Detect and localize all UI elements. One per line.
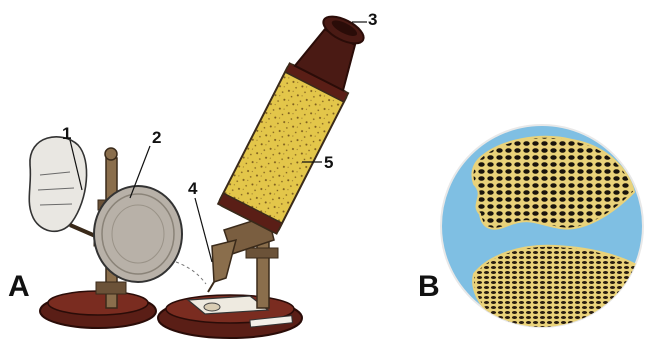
- objective-lens: [212, 240, 236, 282]
- panel-a-letter: A: [8, 272, 30, 302]
- microscope-illustration: [29, 6, 377, 338]
- callout-label-1: 1: [62, 125, 71, 142]
- callout-label-4: 4: [188, 180, 197, 197]
- callout-label-5: 5: [324, 154, 333, 171]
- callout-label-2: 2: [152, 129, 161, 146]
- water-flask: [29, 137, 86, 232]
- callout-label-3: 3: [368, 11, 377, 28]
- leader-line-4: [195, 198, 212, 262]
- panel-b-letter: B: [418, 272, 440, 302]
- cork-cells-view: [441, 125, 648, 330]
- condenser-lens: [94, 186, 182, 282]
